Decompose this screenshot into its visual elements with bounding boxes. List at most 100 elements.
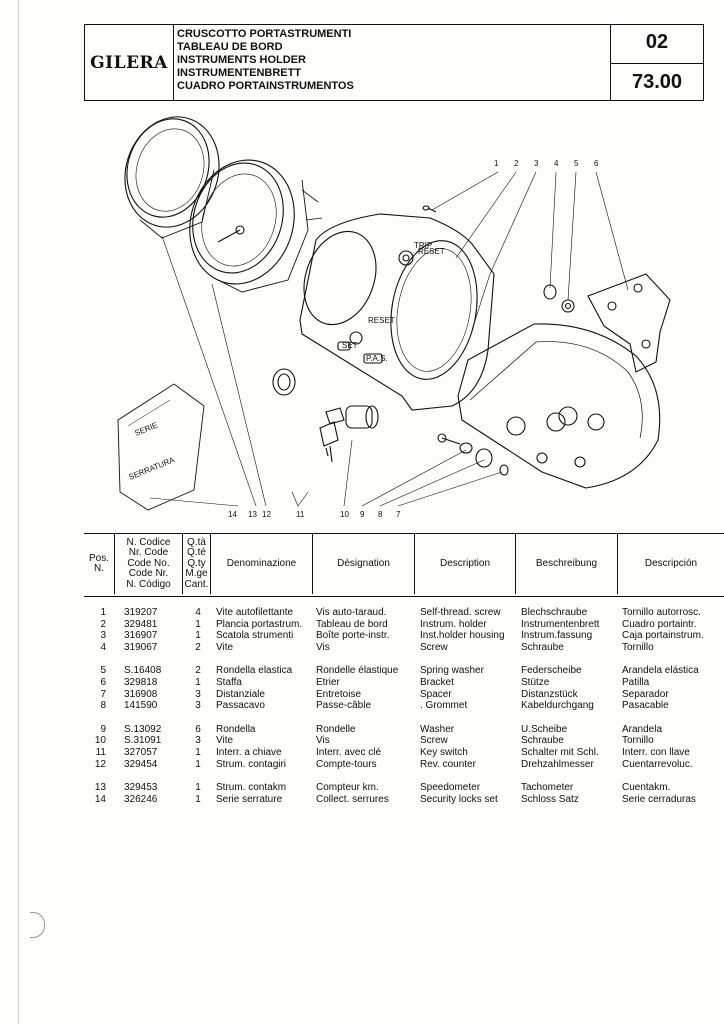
set-label: SET [342,341,358,350]
cell-code: S.16408 [124,665,162,677]
cell-code: 141590 [124,700,158,712]
cell-en: Spring washer [420,665,484,677]
cell-it: Rondella elastica [216,665,293,677]
col-en: Description [414,534,515,594]
cell-de: Instrum.fassung [521,630,593,642]
reset-label-2: RESET [368,316,395,325]
cell-es: Pasacable [622,700,669,712]
brand-logo: GILERA [85,25,174,100]
callout-6: 6 [594,159,599,168]
cell-de: Distanzstück [521,688,578,700]
cell-de: Tachometer [521,782,574,794]
cell-pos: 1 [100,607,106,618]
cell-it: Vite [216,735,234,747]
cell-es: Arandela elástica [622,665,699,677]
cell-pos: 10 [94,735,106,747]
cell-fr: Entretoise [316,688,362,700]
cell-qty: 1 [195,630,201,642]
cell-pos: 5 [100,665,106,677]
callout-3: 3 [534,159,539,168]
cell-qty: 3 [195,735,201,747]
callout-4: 4 [554,159,559,168]
reset-label: RESET [418,247,445,256]
page-code-box: 02 73.00 [610,25,703,100]
cell-qty: 1 [195,747,201,758]
cell-code: S.13092 [124,723,162,735]
cell-qty: 2 [195,665,201,677]
cell-code: S.31091 [124,735,162,747]
key-switch-drawing [319,405,379,463]
callout-1: 1 [494,159,499,168]
cell-es: Caja portainstrum. [622,630,704,642]
bracket-drawing [587,273,671,373]
cell-qty: 1 [195,793,201,805]
cell-qty: 4 [195,607,201,618]
cell-code: 329818 [124,677,158,688]
title-de: INSTRUMENTENBRETT [177,67,302,79]
col-fr: Désignation [312,534,414,594]
cell-es: Tornillo [622,735,654,747]
cell-qty: 1 [195,618,201,630]
col-de: Beschreibung [515,534,617,594]
cell-code: 319067 [124,641,158,653]
cell-it: Staffa [216,677,242,688]
cell-fr: Vis [316,735,330,747]
cell-pos: 7 [100,688,106,700]
binder-margin-line [18,0,19,1024]
callout-2: 2 [514,159,519,168]
cell-de: Stütze [521,677,550,688]
callout-5: 5 [574,159,579,168]
cell-en: Spacer [420,688,452,700]
cell-de: Schloss Satz [521,793,579,805]
trip-label: TRIP [414,241,432,250]
cell-pos: 2 [100,618,106,630]
cell-en: Rev. counter [420,758,476,770]
cell-pos: 11 [95,747,106,758]
cell-pos: 4 [100,641,106,653]
cell-code: 319207 [124,607,158,618]
callout-8: 8 [378,510,383,519]
cell-en: Key switch [420,747,468,758]
cell-it: Passacavo [216,700,265,712]
cell-it: Strum. contagiri [216,758,287,770]
callout-12: 12 [262,510,271,519]
instrument-panel-drawing [299,213,495,411]
callout-10: 10 [340,510,349,519]
cell-fr: Vis auto-taraud. [316,607,387,618]
cell-es: Serie cerraduras [622,793,696,805]
cell-es: Patilla [622,677,650,688]
callout-13: 13 [248,510,257,519]
cell-code: 329454 [124,758,158,770]
cell-it: Vite [216,641,234,653]
cell-it: Scatola strumenti [216,630,294,642]
locks-bag-drawing [117,383,205,511]
cell-qty: 1 [195,782,201,794]
title-it: CRUSCOTTO PORTASTRUMENTI [177,28,352,40]
table-number: 02 [645,31,669,53]
cell-de: Schalter mit Schl. [521,747,599,758]
cell-es: Tornillo autorrosc. [622,607,701,618]
cell-es: Interr. con llave [622,747,690,758]
cell-pos: 8 [100,700,106,712]
cell-it: Serie serrature [216,793,283,805]
cell-qty: 3 [195,700,201,712]
cell-en: Screw [420,641,448,653]
cell-es: Cuentarrevoluc. [622,758,693,770]
cell-qty: 1 [195,677,201,688]
cell-fr: Tableau de bord [316,618,388,630]
speedometer-drawing [124,116,220,239]
col-pos: Pos.N. [88,552,109,574]
cell-pos: 9 [100,723,106,735]
col-it: Denominazione [210,534,312,594]
cell-code: 329481 [124,618,158,630]
cell-code: 326246 [124,793,158,805]
cell-code: 316907 [124,630,158,642]
callout-14: 14 [228,510,237,519]
